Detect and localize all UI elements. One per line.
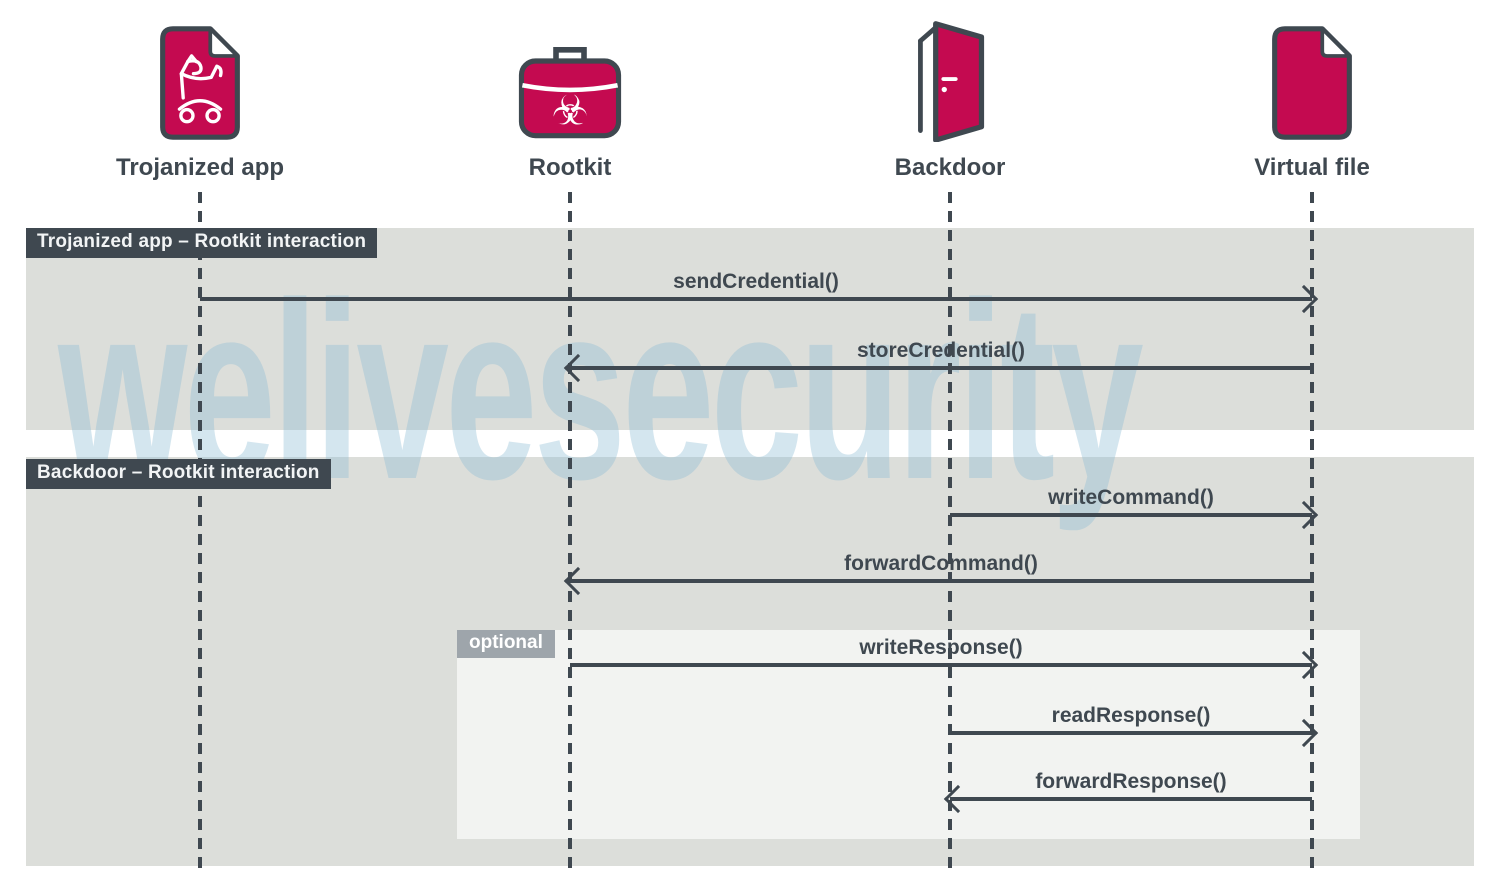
open-door-icon bbox=[911, 18, 989, 142]
lifeline-rootkit bbox=[568, 192, 572, 873]
actor-label-rootkit: Rootkit bbox=[528, 154, 612, 181]
lifeline-virtual-file bbox=[1310, 192, 1314, 873]
arrow-line bbox=[563, 566, 1312, 595]
arrow-line bbox=[200, 284, 1319, 313]
actor-virtual-file: Virtual file bbox=[1202, 18, 1422, 182]
message-forward-response: forwardResponse() bbox=[943, 770, 1312, 813]
optional-fragment-label: optional bbox=[457, 630, 555, 658]
arrow-line bbox=[950, 500, 1319, 529]
message-label: writeResponse() bbox=[859, 636, 1023, 659]
message-read-response: readResponse() bbox=[950, 704, 1319, 747]
arrow-line bbox=[943, 784, 1312, 813]
actor-backdoor: Backdoor bbox=[840, 18, 1060, 182]
message-label: writeCommand() bbox=[1048, 486, 1214, 509]
lifeline-backdoor bbox=[948, 192, 952, 873]
section-band-trojanized-rootkit bbox=[26, 228, 1474, 430]
svg-text:☣: ☣ bbox=[552, 86, 589, 134]
arrow-line bbox=[563, 353, 1312, 382]
message-label: sendCredential() bbox=[673, 270, 839, 293]
message-store-credential: storeCredential() bbox=[563, 339, 1312, 382]
message-label: storeCredential() bbox=[856, 339, 1026, 362]
message-label: readResponse() bbox=[1051, 704, 1211, 727]
actor-label-trojanized-app: Trojanized app bbox=[115, 154, 285, 181]
actor-rootkit: ☣ Rootkit bbox=[460, 18, 680, 182]
section-title-backdoor-rootkit: Backdoor – Rootkit interaction bbox=[26, 459, 331, 489]
message-label: forwardResponse() bbox=[1035, 770, 1227, 793]
arrow-line bbox=[570, 650, 1319, 679]
message-label: forwardCommand() bbox=[844, 552, 1038, 575]
message-forward-command: forwardCommand() bbox=[563, 552, 1312, 595]
malware-briefcase-icon: ☣ bbox=[514, 18, 626, 142]
file-icon bbox=[1270, 18, 1354, 142]
actor-label-virtual-file: Virtual file bbox=[1254, 154, 1370, 181]
lifeline-trojanized-app bbox=[198, 192, 202, 873]
section-title-trojanized-rootkit: Trojanized app – Rootkit interaction bbox=[26, 228, 378, 258]
trojan-horse-file-icon bbox=[158, 18, 242, 142]
actor-trojanized-app: Trojanized app bbox=[90, 18, 310, 182]
message-send-credential: sendCredential() bbox=[200, 270, 1319, 313]
message-write-response: writeResponse() bbox=[570, 636, 1319, 679]
arrow-line bbox=[950, 718, 1319, 747]
actor-label-backdoor: Backdoor bbox=[894, 154, 1006, 181]
message-write-command: writeCommand() bbox=[950, 486, 1319, 529]
